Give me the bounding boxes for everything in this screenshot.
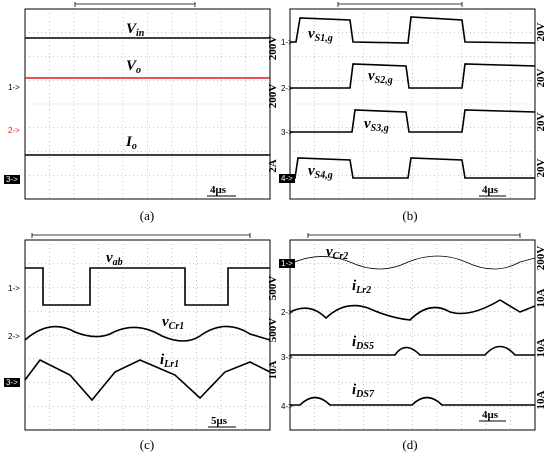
- panel-b-channel-4: 4->: [281, 174, 293, 183]
- panel-d-scale-3: 10A: [535, 338, 547, 357]
- panel-b-label-2: vS2,g: [368, 68, 393, 86]
- panel-a-channel-1: 1->: [8, 83, 20, 92]
- panel-a-channel-2: 2->: [8, 126, 20, 135]
- panel-b-scale-1: 20V: [535, 22, 547, 41]
- panel-b-caption: (b): [402, 208, 417, 223]
- panel-d-channel-1-box: [279, 259, 295, 268]
- panel-d-scale-4: 10A: [535, 390, 547, 409]
- panel-a-caption: (a): [140, 208, 154, 223]
- panel-c-scale-3: 10A: [267, 360, 279, 379]
- panel-b-time-div: 4μs: [482, 184, 499, 196]
- panel-c-vcr1-trace: [24, 325, 271, 342]
- panel-c-channel-3-box: [4, 378, 20, 387]
- panel-d-ilr2-trace: [289, 299, 536, 321]
- panel-a-vo-label: Vo: [126, 58, 141, 76]
- panel-grid: [25, 9, 270, 199]
- panel-a-scale-1: 200V: [267, 36, 279, 61]
- panel-d-vcr2-trace: [289, 255, 536, 270]
- panel-a-time-div: 4μs: [210, 184, 227, 196]
- panel-c-channel-1: 1->: [8, 284, 20, 293]
- panel-a-io-label: Io: [125, 134, 137, 152]
- panel-d-ids7-trace: [290, 396, 535, 406]
- panel-c-label-1: vab: [106, 250, 123, 268]
- panel-c-caption: (c): [140, 437, 154, 452]
- panel-b-scale-4: 20V: [535, 158, 547, 177]
- panel-d-channel-1: 1->: [281, 259, 293, 268]
- panel-b: vS1,g vS2,g vS3,g vS4,g 20V 20V 20V 20V …: [279, 2, 547, 223]
- panel-b-vs3-trace: [290, 109, 536, 133]
- panel-b-scale-3: 20V: [535, 112, 547, 131]
- panel-d-channel-3: 3->: [281, 353, 293, 362]
- panel-b-label-1: vS1,g: [308, 26, 333, 44]
- panel-d-scale-1: 200V: [535, 246, 547, 271]
- panel-a-vin-label: Vin: [126, 21, 145, 39]
- panel-b-label-4: vS4,g: [308, 163, 333, 181]
- panel-d-caption: (d): [402, 437, 417, 452]
- panel-b-vs4-trace: [290, 157, 535, 179]
- panel-c-scale-2: 500V: [267, 318, 279, 343]
- panel-d-channel-4: 4->: [281, 402, 293, 411]
- panel-d-label-2: iLr2: [352, 278, 371, 296]
- panel-b-scale-2: 20V: [535, 68, 547, 87]
- panel-grid: [290, 9, 535, 199]
- panel-c-time-div: 5μs: [211, 415, 228, 427]
- panel-c-label-3: iLr1: [160, 352, 179, 370]
- panel-d-label-4: iDS7: [352, 382, 375, 400]
- panel-b-channel-4-box: [279, 174, 295, 183]
- panel-d-time-div: 4μs: [482, 409, 499, 421]
- panel-d-channel-2: 2->: [281, 308, 293, 317]
- panel-c-vab-trace: [25, 267, 270, 306]
- panel-d: vCr2 iLr2 iDS5 iDS7 200V 10A 10A 10A 1->…: [279, 233, 547, 452]
- panel-b-vs2-trace: [290, 63, 536, 89]
- panel-c: vab vCr1 iLr1 500V 500V 10A 1-> 2-> 3-> …: [4, 233, 279, 452]
- panel-c-channel-2: 2->: [8, 332, 20, 341]
- panel-c-label-2: vCr1: [162, 314, 184, 332]
- panel-b-channel-3: 3->: [281, 128, 293, 137]
- panel-b-channel-1: 1->: [281, 38, 293, 47]
- panel-b-channel-2: 2->: [281, 84, 293, 93]
- panel-a-channel-3-box: [4, 175, 20, 184]
- panel-c-ilr1-trace: [24, 358, 271, 402]
- panel-b-label-3: vS3,g: [364, 116, 389, 134]
- panel-b-vs1-trace: [290, 16, 536, 44]
- panel-grid: [25, 240, 270, 430]
- panel-d-ids5-trace: [290, 345, 535, 356]
- panel-c-scale-1: 500V: [267, 276, 279, 301]
- panel-d-label-1: vCr2: [326, 244, 348, 262]
- panel-a: Vin Vo Io 200V 200V 2A 1-> 2-> 3-> 4μs (…: [4, 2, 279, 223]
- panel-d-label-3: iDS5: [352, 334, 374, 352]
- panel-grid: [290, 240, 535, 430]
- panel-a-channel-3: 3->: [6, 175, 18, 184]
- panel-a-scale-2: 200V: [267, 84, 279, 109]
- panel-c-channel-3: 3->: [6, 378, 18, 387]
- panel-d-scale-2: 10A: [535, 288, 547, 307]
- panel-a-scale-3: 2A: [267, 159, 279, 173]
